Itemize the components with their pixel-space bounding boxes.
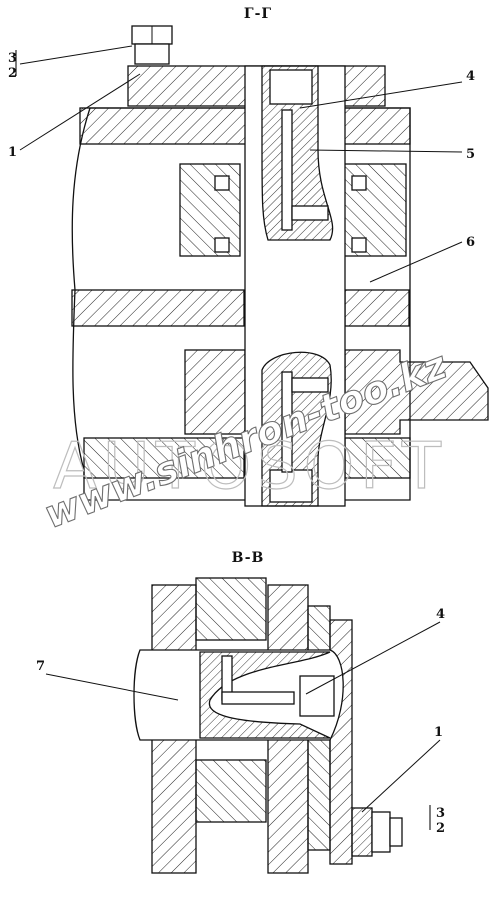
bottom-plug xyxy=(269,469,313,503)
callout-top-5: 5 xyxy=(466,147,475,162)
bolt-shank-top xyxy=(134,43,170,65)
callout-top-6: 6 xyxy=(466,235,475,250)
bearing-block-left xyxy=(179,163,241,257)
callout-bottom-7: 7 xyxy=(36,659,45,674)
oil-channel-cross-lower xyxy=(291,377,329,393)
leader-1-top xyxy=(19,73,141,151)
callout-bottom-denominator: 2 xyxy=(436,821,445,836)
callout-top-denominator: 2 xyxy=(8,66,17,81)
section-top-title: Г-Г xyxy=(244,6,272,22)
callout-top-4: 4 xyxy=(466,69,475,84)
pin-plug xyxy=(299,675,335,717)
seal-ring-tr xyxy=(351,175,367,191)
bearing-block-right xyxy=(339,163,407,257)
oil-channel-upper xyxy=(281,109,293,231)
middle-band-right xyxy=(344,289,410,327)
section-bottom-view: B-B xyxy=(45,550,441,874)
bolt-tip-bottom xyxy=(389,817,403,847)
seal-ring-br xyxy=(351,237,367,253)
lower-block-right xyxy=(344,349,489,435)
oil-channel-lower xyxy=(281,371,293,473)
section-top-view: Г-Г xyxy=(15,6,489,507)
leader-7 xyxy=(45,673,179,701)
top-plug xyxy=(269,69,313,105)
leader-3-2-top xyxy=(19,45,133,65)
leader-4-top xyxy=(299,81,463,109)
leader-5 xyxy=(309,149,463,153)
pin-channel-horizontal xyxy=(221,691,295,705)
callout-top-numerator: 3 xyxy=(8,51,17,66)
bolt-head-bottom xyxy=(371,811,391,853)
bottom-center-lower xyxy=(195,759,267,823)
lower-block-left xyxy=(184,349,246,435)
leader-4-bottom xyxy=(305,621,441,695)
leader-6 xyxy=(369,241,463,283)
oil-channel-cross xyxy=(291,205,329,221)
callout-bottom-4: 4 xyxy=(436,607,445,622)
leader-1-bottom xyxy=(361,739,441,813)
seal-ring-tl xyxy=(214,175,230,191)
upper-flange-left xyxy=(79,107,251,145)
section-bottom-title: B-B xyxy=(232,550,265,566)
callout-top-1: 1 xyxy=(8,145,17,160)
bottom-band-right xyxy=(344,437,411,479)
upper-flange-right xyxy=(339,107,411,145)
callout-bottom-1: 1 xyxy=(434,725,443,740)
callout-bottom-numerator: 3 xyxy=(436,806,445,821)
bottom-center-upper xyxy=(195,577,267,641)
watermark-brand: AUTOSOFT xyxy=(53,430,447,504)
middle-band-left xyxy=(71,289,245,327)
bolt-washer-bottom xyxy=(351,807,373,857)
bottom-band-left xyxy=(83,437,245,479)
shaft-upper-core xyxy=(261,65,334,241)
seal-ring-bl xyxy=(214,237,230,253)
